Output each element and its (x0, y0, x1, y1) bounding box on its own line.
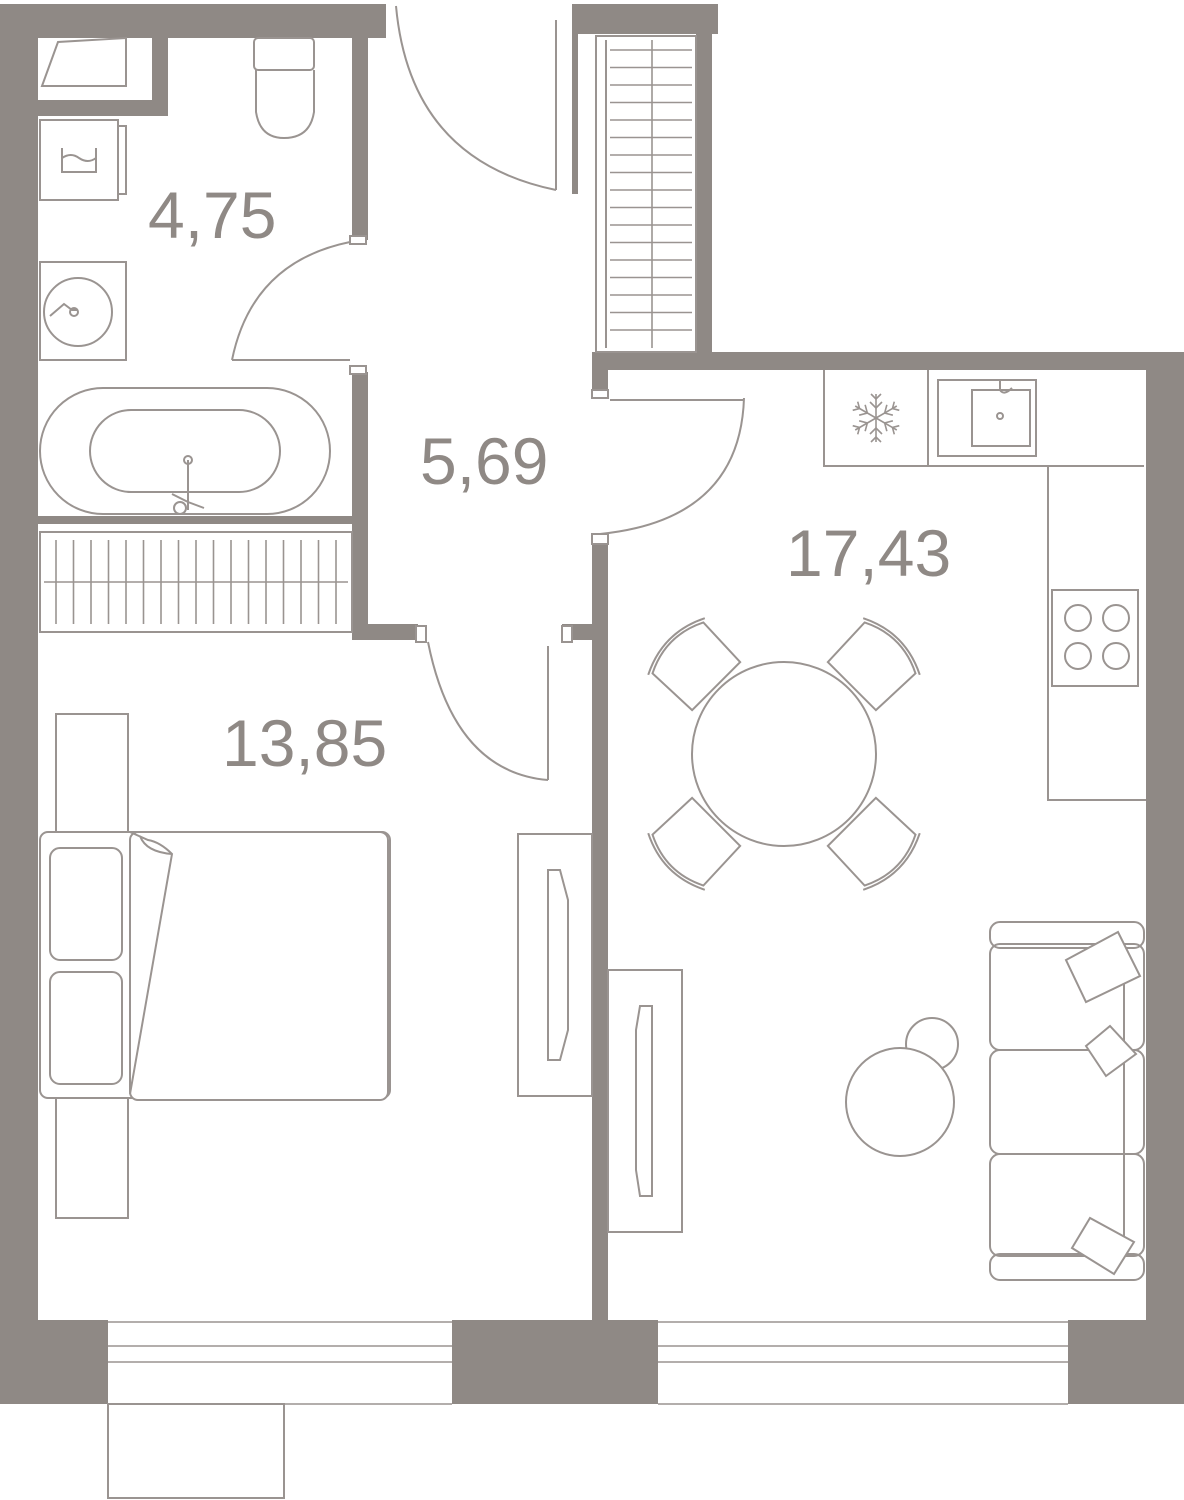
walls (0, 4, 1184, 1404)
bathroom-fixtures (39, 36, 331, 515)
bedroom-hangers (44, 540, 348, 624)
outer-wall-bottom-left (0, 1320, 108, 1404)
bedroom-door-swing (427, 641, 549, 781)
sink-icon (937, 379, 1037, 457)
bedroom-tv (517, 833, 593, 1097)
wardrobe-hangers (610, 40, 692, 348)
bedroom-top-wall (352, 624, 418, 640)
outer-wall-top-closet (576, 4, 718, 34)
coffee-table (845, 1017, 959, 1157)
windows (107, 1321, 1068, 1499)
hallway-wardrobe (595, 35, 697, 353)
closet-right-wall (696, 4, 712, 356)
outer-wall-right (1146, 352, 1184, 1404)
bathroom-niche-wall (152, 30, 168, 116)
balcony-outline (107, 1403, 285, 1499)
outer-wall-bottom-middle (452, 1320, 658, 1404)
pillow-bottom (49, 971, 123, 1085)
hallway-area-label: 5,69 (420, 424, 548, 498)
bedroom-furniture (39, 531, 593, 1219)
cushion-middle (1084, 1024, 1138, 1078)
kitchen-door-swing (599, 397, 745, 535)
cooktop-icon (1051, 589, 1139, 687)
bathroom-niche (40, 36, 127, 87)
bathroom-partition-lower (352, 372, 368, 628)
toilet-icon (253, 37, 315, 140)
bathroom-area-label: 4,75 (148, 178, 276, 252)
outer-wall-top-kitchen (592, 352, 1184, 370)
outer-wall-bottom-right (1068, 1320, 1184, 1404)
bathroom-bottom-wall (38, 516, 354, 524)
kitchen-partition-lower (592, 540, 608, 1322)
kitchen-partition-upper (592, 352, 608, 392)
kitchen-living-area-label: 17,43 (786, 516, 951, 590)
entrance-door-swing (395, 5, 557, 191)
closet-left-wall (572, 4, 578, 194)
washbasin-icon (39, 261, 127, 361)
washing-machine-icon (39, 119, 127, 201)
bedroom-area-label: 13,85 (222, 706, 387, 780)
kitchen-furniture (607, 370, 1146, 1281)
outer-wall-left (0, 4, 38, 1404)
bathroom-top-inner-wall (38, 100, 154, 116)
bathroom-door-swing (231, 241, 351, 361)
bedroom-window (108, 1321, 452, 1405)
cushion-bottom (1070, 1216, 1136, 1276)
sofa (989, 921, 1145, 1281)
kitchen-window (658, 1321, 1068, 1405)
dining-table (647, 617, 921, 891)
bathroom-partition-upper (352, 30, 368, 240)
living-tv (607, 969, 683, 1233)
double-bed (39, 831, 391, 1101)
doors (231, 5, 745, 781)
bedroom-wardrobe (39, 531, 353, 633)
pillow-top (49, 847, 123, 961)
cushion-top (1064, 930, 1142, 1004)
snowflake-icon (852, 393, 900, 443)
outer-wall-top-bathroom (0, 4, 386, 38)
bathtub-icon (39, 387, 331, 515)
